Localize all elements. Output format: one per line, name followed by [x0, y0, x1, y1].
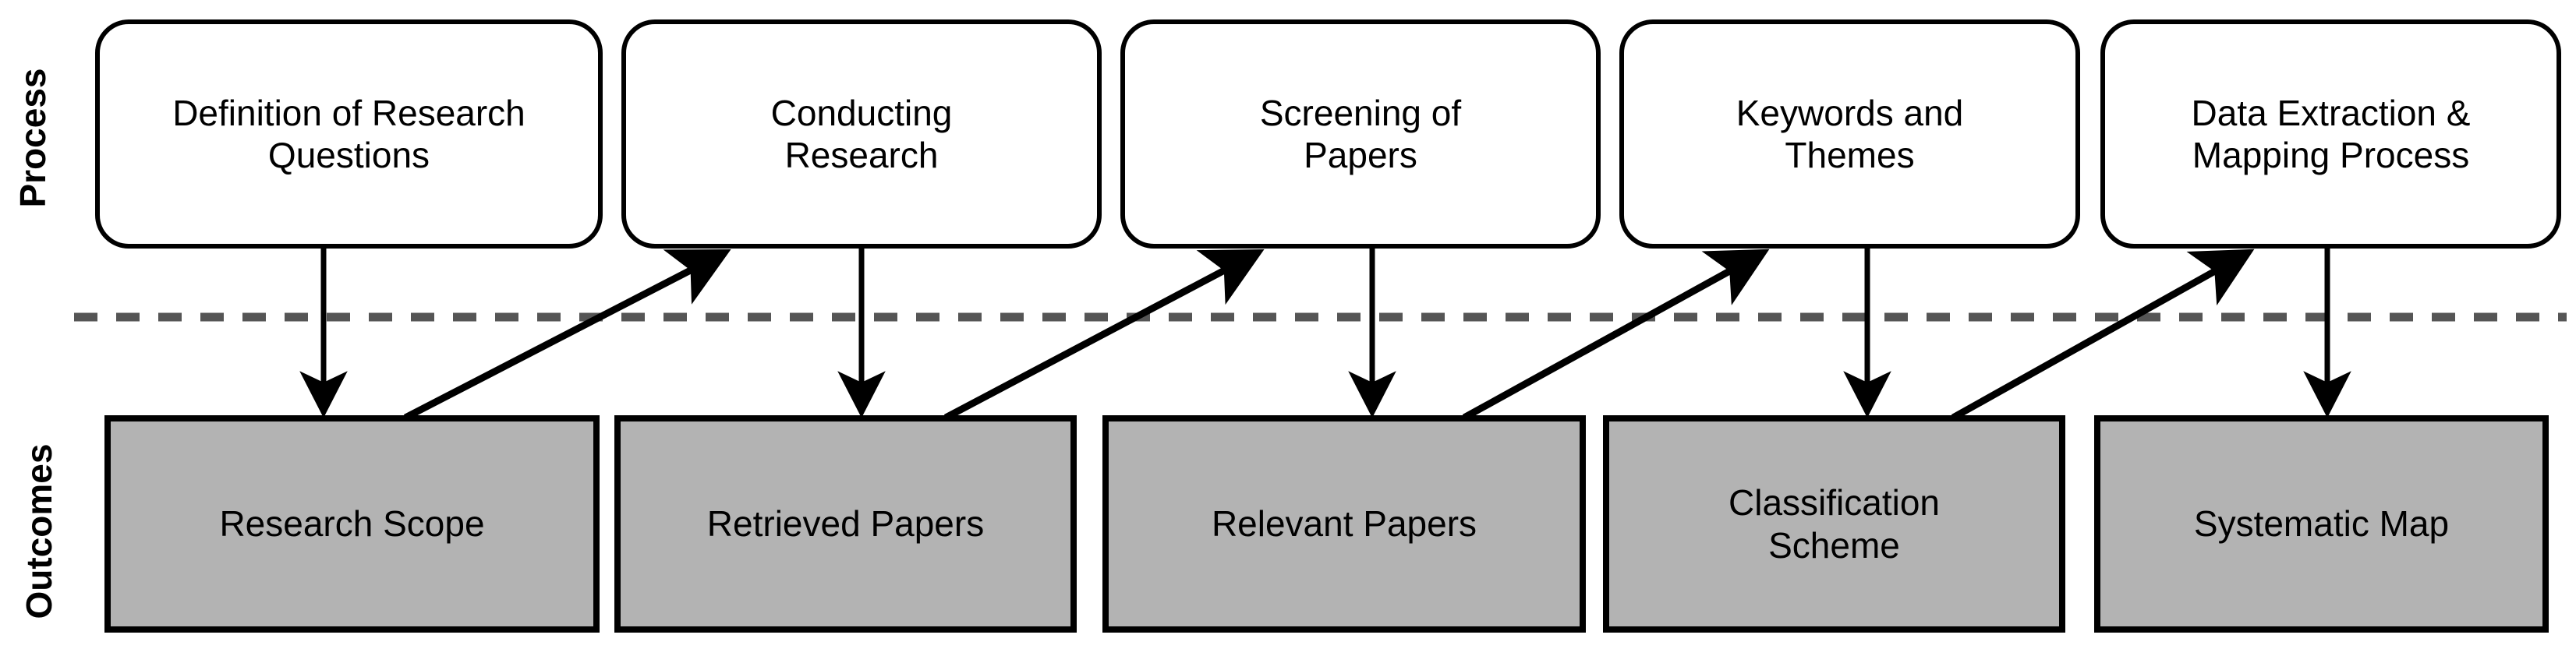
arrow-diagonal-2: [943, 249, 1265, 421]
process-box-1[interactable]: [95, 19, 603, 249]
process-box-2[interactable]: [621, 19, 1102, 249]
process-box-3[interactable]: [1120, 19, 1601, 249]
outcome-box-5[interactable]: [2094, 415, 2549, 633]
arrow-diagonal-1: [403, 249, 731, 421]
process-box-4[interactable]: [1619, 19, 2080, 249]
arrow-diagonal-4: [1951, 249, 2255, 421]
outcome-box-2[interactable]: [614, 415, 1077, 633]
outcome-box-1[interactable]: [104, 415, 600, 633]
outcome-box-3[interactable]: [1102, 415, 1586, 633]
arrow-diagonal-3: [1462, 249, 1770, 421]
process-box-5[interactable]: [2100, 19, 2561, 249]
outcome-box-4[interactable]: [1603, 415, 2065, 633]
